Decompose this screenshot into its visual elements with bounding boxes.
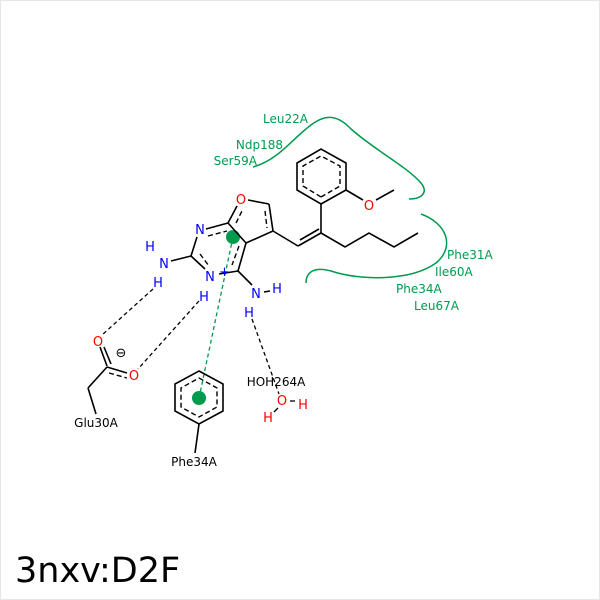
ring-centroid-phe [192, 391, 206, 405]
hydrophobic-contour-lower [305, 213, 448, 284]
residue-label-ser59a: Ser59A [214, 154, 258, 168]
negative-charge: ⊖ [116, 346, 127, 361]
pyrimidine-ring [190, 222, 247, 275]
diagram-title: 3nxv:D2F [15, 551, 181, 591]
atom-n3: N [205, 270, 215, 285]
atom-h: H [272, 282, 282, 297]
residue-label-ndp188: Ndp188 [236, 138, 283, 152]
residue-label-glu: Glu30A [74, 416, 119, 430]
amine-bond-left [170, 255, 192, 262]
atom-h: H [244, 306, 254, 321]
residue-phe34a: Phe34A [171, 370, 224, 469]
hbond-water [251, 318, 280, 395]
positive-charge: + [219, 265, 230, 280]
residue-glu30a: O O ⊖ Glu30A [74, 335, 139, 430]
amine-bond-right [237, 270, 253, 286]
hbond-glu-o1 [101, 288, 154, 336]
hydrophobic-contour-upper [252, 116, 425, 200]
svg-text:H: H [298, 398, 308, 413]
atom-n1: N [195, 223, 205, 238]
svg-text:O: O [277, 394, 287, 409]
hbond-glu-o2 [137, 300, 200, 370]
ring-centroid-ligand [226, 230, 240, 244]
residue-water: HOH264A O H H [247, 375, 308, 426]
svg-text:H: H [263, 411, 273, 426]
atom-h: H [153, 276, 163, 291]
residue-label-ile60a: Ile60A [435, 265, 474, 279]
atom-h: H [145, 240, 155, 255]
side-chain [272, 148, 419, 248]
residue-label-leu22a: Leu22A [263, 112, 309, 126]
svg-text:O: O [129, 369, 139, 384]
atom-n-amine-left: N [159, 257, 169, 272]
atom-o-furan: O [236, 193, 246, 208]
residue-label-phe31a: Phe31A [447, 248, 493, 262]
atom-o-methoxy: O [364, 199, 374, 214]
atom-n-amine-right: N [251, 287, 261, 302]
residue-label-leu67a: Leu67A [414, 299, 460, 313]
svg-text:O: O [93, 335, 103, 350]
residue-label-phe: Phe34A [171, 455, 217, 469]
residue-label-phe34a-hydrophobic: Phe34A [396, 282, 442, 296]
atom-h-n3: H [199, 290, 209, 305]
residue-label-water: HOH264A [247, 375, 306, 389]
furan-ring [227, 199, 274, 244]
